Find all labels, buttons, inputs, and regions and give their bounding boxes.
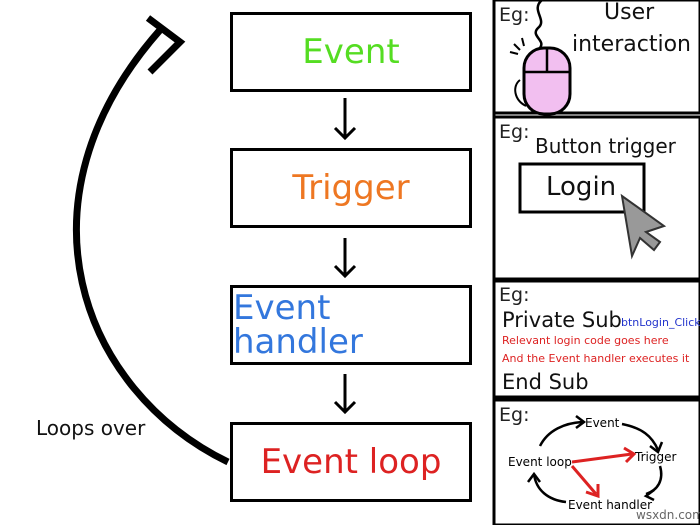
step-event-loop-label: Event loop: [260, 442, 442, 482]
cycle-arrows: [527, 415, 664, 504]
cursor-icon: [620, 193, 667, 260]
panel-button-title: Button trigger: [535, 134, 676, 158]
panel-code-eg-label: Eg:: [499, 284, 530, 306]
step-event-label: Event: [302, 32, 400, 72]
step-event-handler: Event handler: [230, 285, 472, 365]
panel-user-text-line1: User: [604, 0, 655, 25]
cycle-node-event: Event: [585, 416, 620, 430]
code-comment-2: And the Event handler executes it: [502, 352, 690, 365]
loop-label: Loops over: [36, 416, 146, 440]
cycle-node-event-loop: Event loop: [508, 455, 572, 469]
down-arrows: [333, 98, 357, 415]
code-handler-name: btnLogin_Click: [621, 316, 700, 329]
panel-cycle-eg-label: Eg:: [499, 404, 530, 426]
cycle-red-arrows: [570, 446, 637, 499]
panel-frames: [492, 0, 700, 525]
step-event-loop: Event loop: [230, 422, 472, 502]
cycle-node-event-handler: Event handler: [568, 498, 652, 512]
code-private-sub: Private Sub: [502, 308, 622, 332]
panel-button-eg-label: Eg:: [499, 121, 530, 143]
loop-arrowhead: [145, 15, 186, 75]
panel-user-text-line2: interaction: [572, 32, 691, 57]
step-event: Event: [230, 12, 472, 92]
mouse-icon: [509, 0, 572, 116]
step-trigger: Trigger: [230, 148, 472, 228]
step-trigger-label: Trigger: [292, 168, 410, 208]
watermark: wsxdn.com: [636, 508, 700, 522]
code-comment-1: Relevant login code goes here: [502, 334, 669, 347]
loop-arrow: [73, 27, 230, 466]
code-end-sub: End Sub: [502, 370, 589, 394]
login-button-label: Login: [546, 172, 617, 202]
cycle-node-trigger: Trigger: [634, 450, 676, 464]
panel-user-eg-label: Eg:: [499, 4, 530, 26]
step-event-handler-label: Event handler: [233, 288, 363, 362]
